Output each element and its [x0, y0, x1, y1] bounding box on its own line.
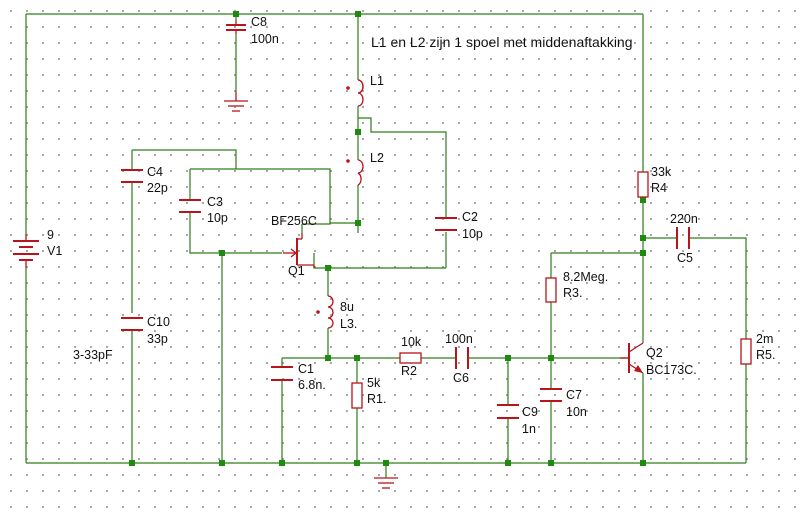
- r2-name: R2: [401, 364, 417, 378]
- ground-symbol-main: [374, 477, 398, 489]
- c1-value: 6.8n.: [298, 378, 326, 392]
- r4-name: R4: [651, 181, 667, 195]
- junctions: [129, 11, 646, 466]
- l2-name: L2: [370, 151, 384, 165]
- capacitor-c10: [121, 317, 143, 331]
- v1-name: V1: [47, 244, 62, 258]
- r4-value: 33k: [651, 165, 672, 179]
- capacitor-c5: [676, 227, 690, 249]
- battery-v1: [13, 234, 39, 268]
- capacitor-c6: [455, 347, 469, 369]
- r1-name: R1.: [367, 392, 386, 406]
- c3-value: 10p: [207, 211, 228, 225]
- c4-value: 22p: [147, 181, 168, 195]
- c3-name: C3: [207, 195, 223, 209]
- npn-transistor-q2: [620, 342, 644, 374]
- l3-value: 8u: [340, 300, 354, 314]
- circuit-note: L1 en L2 zijn 1 spoel met middenaftakkin…: [371, 34, 633, 50]
- resistor-r1: [351, 382, 363, 409]
- r5-name: R5.: [756, 348, 775, 362]
- capacitor-c3: [179, 199, 201, 213]
- resistor-r3: [545, 277, 557, 303]
- c7-value: 10n: [566, 405, 587, 419]
- r5-value: 2m: [756, 332, 773, 346]
- c7-name: C7: [566, 388, 582, 402]
- c10-name: C10: [147, 315, 170, 329]
- capacitor-c8: [226, 20, 246, 34]
- resistor-r5: [740, 338, 752, 365]
- l3-name: L3.: [340, 317, 357, 331]
- ground-symbol-c8: [224, 92, 248, 112]
- resistor-r4: [637, 171, 649, 198]
- c5-value: 220n: [670, 212, 698, 226]
- r1-value: 5k: [367, 376, 381, 390]
- c9-name: C9: [522, 405, 538, 419]
- r3-value: 8.2Meg.: [563, 270, 608, 284]
- q2-name: Q2: [646, 346, 663, 360]
- c1-name: C1: [298, 362, 314, 376]
- c6-value: 100n: [445, 332, 473, 346]
- r3-name: R3.: [563, 286, 582, 300]
- c2-name: C2: [462, 210, 478, 224]
- wires: [25, 13, 747, 478]
- c5-name: C5: [677, 251, 693, 265]
- c2-value: 10p: [462, 227, 483, 241]
- q1-name: Q1: [288, 264, 305, 278]
- inductor-l1: [346, 79, 364, 107]
- trimmer-label: 3-33pF: [73, 348, 113, 362]
- inductor-l3: [316, 295, 334, 329]
- resistor-r2: [399, 352, 422, 364]
- capacitor-c4: [121, 169, 143, 183]
- c10-value: 33p: [147, 332, 168, 346]
- q2-value: BC173C.: [646, 363, 697, 377]
- c8-name: C8: [251, 15, 267, 29]
- inductor-l2: [346, 159, 364, 186]
- q1-value: BF256C: [271, 214, 317, 228]
- l1-name: L1: [370, 74, 384, 88]
- capacitor-c2: [435, 217, 457, 231]
- c4-name: C4: [147, 165, 163, 179]
- capacitor-c7: [540, 388, 562, 402]
- v1-value: 9: [47, 228, 54, 242]
- labels: L1 en L2 zijn 1 spoel met middenaftakkin…: [47, 15, 775, 436]
- capacitor-c9: [497, 404, 519, 419]
- c8-value: 100n: [251, 32, 279, 46]
- c6-name: C6: [453, 371, 469, 385]
- c9-value: 1n: [522, 422, 536, 436]
- capacitor-c1: [271, 366, 293, 381]
- jfet-q1: [283, 233, 315, 268]
- r2-value: 10k: [401, 335, 422, 349]
